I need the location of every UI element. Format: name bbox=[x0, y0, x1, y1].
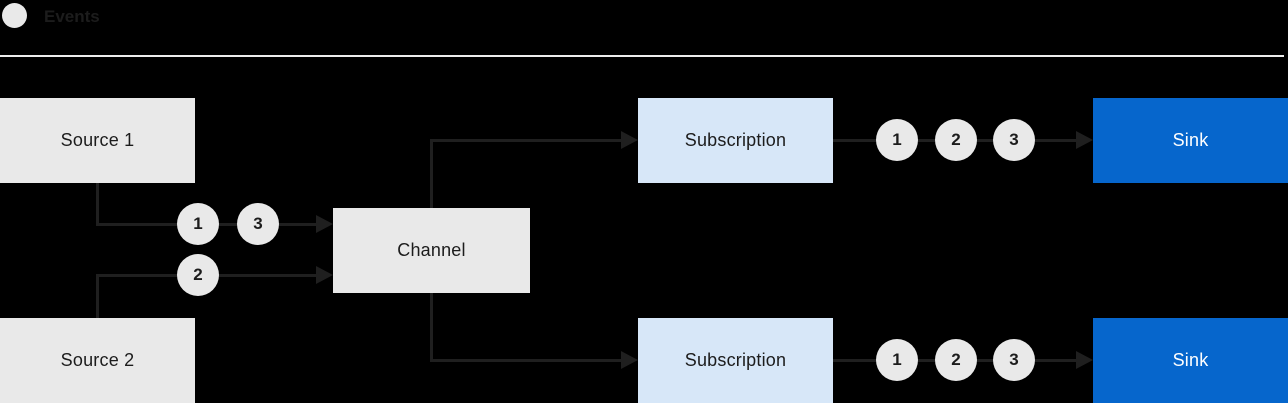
node-label: Source 2 bbox=[60, 350, 135, 370]
event-circle: 3 bbox=[993, 119, 1035, 161]
arrowhead-icon bbox=[316, 266, 333, 284]
legend-label: Events bbox=[44, 7, 100, 26]
separator-line bbox=[0, 55, 1284, 57]
node-source-1: Source 1 bbox=[0, 98, 195, 183]
arrowhead-icon bbox=[316, 215, 333, 233]
node-label: Source 1 bbox=[60, 130, 135, 150]
node-label: Sink bbox=[1172, 350, 1209, 370]
node-source-2: Source 2 bbox=[0, 318, 195, 403]
connector-line bbox=[96, 276, 99, 318]
node-label: Subscription bbox=[684, 350, 787, 370]
node-sink-2: Sink bbox=[1093, 318, 1288, 403]
event-circle: 2 bbox=[177, 254, 219, 296]
event-circle: 1 bbox=[876, 339, 918, 381]
event-circle: 1 bbox=[177, 203, 219, 245]
event-circle: 2 bbox=[935, 119, 977, 161]
connector-line bbox=[430, 293, 433, 362]
node-label: Channel bbox=[397, 240, 466, 260]
node-subscription-1: Subscription bbox=[638, 98, 833, 183]
node-sink-1: Sink bbox=[1093, 98, 1288, 183]
connector-line bbox=[430, 139, 621, 142]
arrowhead-icon bbox=[621, 351, 638, 369]
node-channel: Channel bbox=[333, 208, 530, 293]
connector-line bbox=[430, 359, 621, 362]
event-circle: 1 bbox=[876, 119, 918, 161]
event-legend-icon bbox=[2, 3, 27, 28]
node-label: Sink bbox=[1172, 130, 1209, 150]
node-label: Subscription bbox=[684, 130, 787, 150]
event-circle: 3 bbox=[993, 339, 1035, 381]
node-subscription-2: Subscription bbox=[638, 318, 833, 403]
arrowhead-icon bbox=[1076, 351, 1093, 369]
connector-line bbox=[96, 183, 99, 226]
arrowhead-icon bbox=[1076, 131, 1093, 149]
arrowhead-icon bbox=[621, 131, 638, 149]
event-circle: 3 bbox=[237, 203, 279, 245]
event-circle: 2 bbox=[935, 339, 977, 381]
connector-line bbox=[430, 139, 433, 208]
